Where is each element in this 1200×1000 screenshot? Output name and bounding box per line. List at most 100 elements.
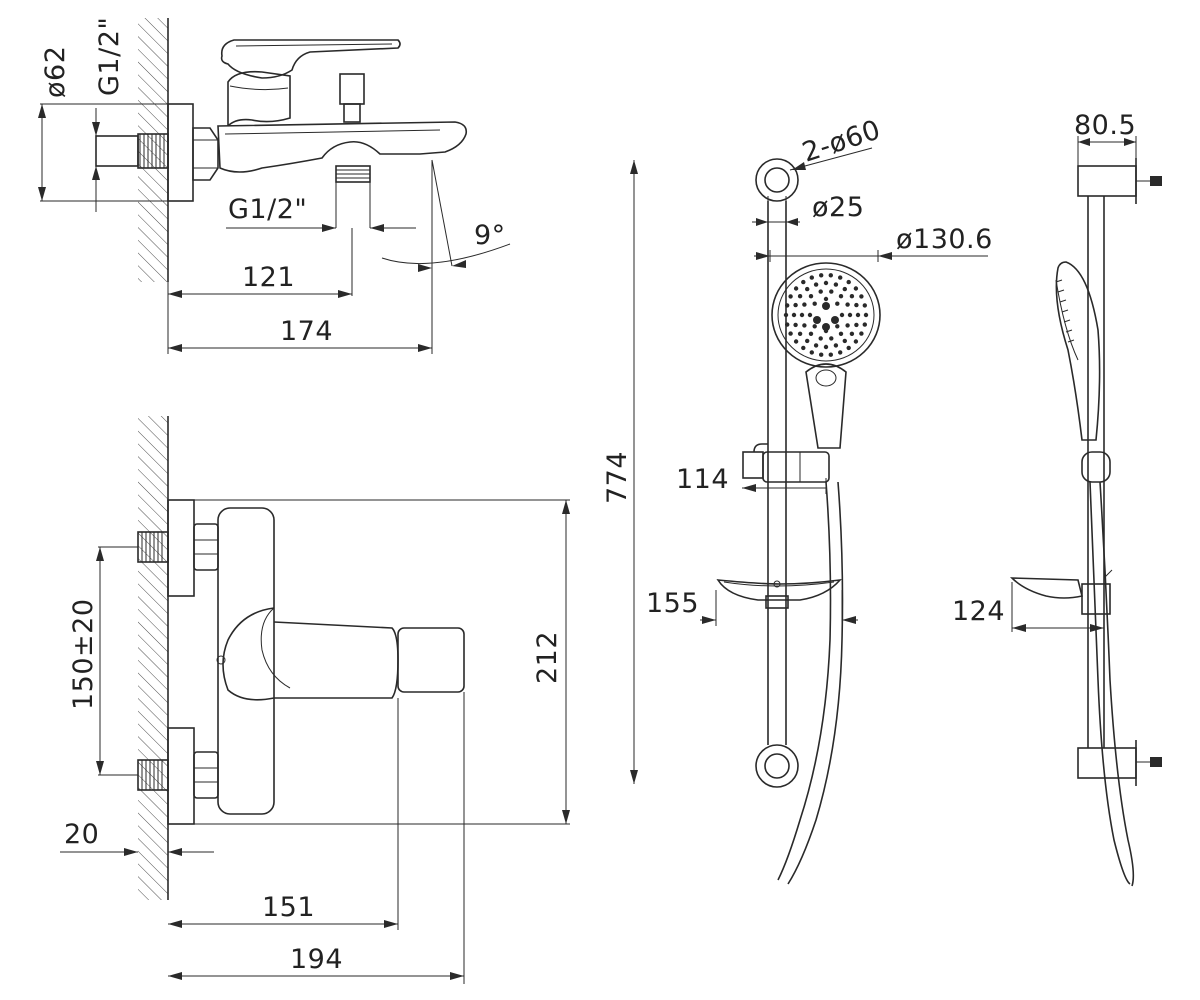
nozzle-dot: [823, 296, 829, 302]
label-angle-9: 9°: [474, 220, 506, 251]
dim-d62: ø62: [38, 46, 168, 202]
nozzle-dot: [812, 301, 817, 306]
nozzle-dot: [783, 312, 789, 318]
nozzle-dot: [805, 338, 810, 344]
nozzle-dot: [862, 303, 867, 308]
dim-2d60: 2-ø60: [789, 114, 885, 171]
nozzle-dot: [829, 336, 834, 341]
dim-114: 114: [676, 464, 827, 495]
nozzle-dot: [813, 343, 819, 348]
nozzle-dot: [819, 273, 824, 278]
nozzle-dot: [797, 331, 803, 336]
nozzle-dot: [853, 339, 859, 344]
slider-bracket: [742, 443, 830, 483]
escutcheon-side: [167, 103, 194, 202]
nozzle-dot: [862, 322, 867, 327]
label-212: 212: [532, 631, 563, 684]
label-g12-top: G1/2": [94, 17, 125, 96]
nozzle-dot: [793, 302, 798, 308]
nozzle-dot: [818, 336, 823, 341]
hex-nut-side: [192, 127, 219, 181]
inlet-thread-lower: [137, 759, 169, 791]
nozzle-dot: [807, 312, 813, 318]
nozzle-dot: [823, 280, 829, 286]
shower-rail-side: 80.5 124: [952, 110, 1162, 887]
dim-194: 194: [168, 692, 465, 984]
nozzle-dot: [791, 312, 797, 318]
nozzle-dot: [828, 273, 833, 278]
wall-hatch-top: [138, 18, 168, 282]
nozzle-dot: [809, 350, 814, 355]
soap-dish-side: [1010, 577, 1083, 599]
label-80-5: 80.5: [1074, 110, 1136, 141]
nozzle-dot: [801, 279, 806, 285]
hand-shower-front: [771, 262, 881, 449]
nozzle-dot: [793, 339, 799, 344]
nozzle-dot: [793, 286, 799, 291]
dim-155: 155: [646, 588, 858, 626]
soap-dish-front: [716, 578, 842, 609]
dim-g12-top: G1/2": [92, 17, 125, 212]
nozzle-dot: [802, 302, 807, 307]
lever-handle-side: [220, 39, 401, 79]
label-114: 114: [676, 464, 729, 495]
mixer-body-top: [217, 507, 275, 815]
label-2d60: 2-ø60: [799, 114, 885, 168]
nozzle-dot: [835, 324, 840, 329]
center-jet-dot: [831, 316, 839, 324]
nozzle-dot: [819, 352, 824, 357]
nozzle-dot: [788, 294, 793, 299]
nozzle-dot: [813, 282, 819, 287]
nozzle-dot: [859, 294, 864, 299]
nozzle-dot: [802, 323, 807, 328]
dim-angle-9: 9°: [381, 159, 511, 354]
dim-d25: ø25: [752, 192, 864, 232]
nozzle-dot: [846, 345, 851, 351]
center-jet-dot: [813, 316, 821, 324]
label-150: 150±20: [68, 598, 99, 710]
hose-front: [777, 481, 832, 881]
ring-bracket-top: [755, 158, 799, 202]
ring-bracket-bottom: [755, 744, 799, 788]
nozzle-dot: [838, 331, 844, 336]
label-121: 121: [242, 262, 295, 293]
nozzle-dot: [854, 302, 859, 308]
dim-124: 124: [952, 582, 1104, 632]
nozzle-pattern: [783, 273, 869, 357]
nozzle-dot: [838, 350, 843, 355]
wall-hatch-bottom: [138, 416, 168, 900]
nozzle-dot: [842, 338, 847, 344]
dim-g12-outlet: G1/2": [226, 194, 416, 232]
nozzle-dot: [808, 294, 814, 299]
dim-212: 212: [194, 499, 570, 825]
label-d25: ø25: [812, 192, 864, 223]
hose-side: [1089, 481, 1131, 885]
nozzle-dot: [833, 343, 839, 348]
cartridge-tower: [227, 70, 291, 127]
nozzle-dot: [846, 279, 851, 285]
nozzle-dot: [855, 312, 861, 318]
dim-d130-6: ø130.6: [754, 224, 992, 262]
nozzle-dot: [853, 286, 859, 291]
nozzle-dot: [845, 302, 850, 307]
nozzle-dot: [833, 282, 839, 287]
dim-80-5: 80.5: [1074, 110, 1137, 166]
dim-150: 150±20: [68, 546, 138, 776]
nozzle-dot: [854, 322, 859, 328]
label-174: 174: [280, 316, 333, 347]
dim-121: 121: [167, 228, 353, 354]
dim-774: 774: [602, 160, 638, 784]
label-d62: ø62: [40, 46, 71, 98]
nozzle-dot: [809, 275, 814, 280]
nozzle-dot: [812, 324, 817, 329]
label-124: 124: [952, 596, 1005, 627]
nozzle-dot: [801, 345, 806, 351]
shower-rail-front: 774 2-ø60 ø25: [602, 114, 992, 885]
nozzle-dot: [842, 286, 847, 292]
label-194: 194: [290, 944, 343, 975]
mixer-body-side: [217, 121, 468, 173]
nozzle-dot: [859, 331, 864, 336]
nozzle-dot: [839, 312, 845, 318]
nozzle-dot: [799, 312, 805, 318]
